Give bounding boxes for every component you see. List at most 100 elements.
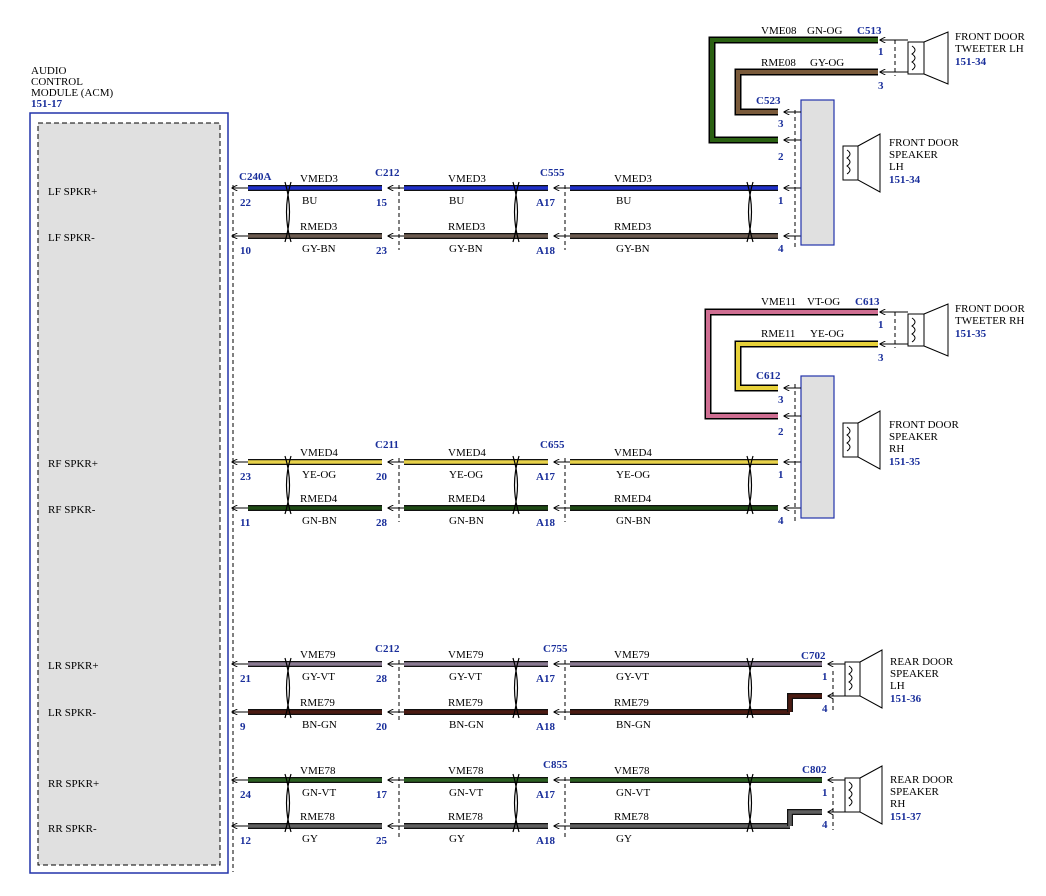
connector-c523: C523 bbox=[756, 95, 781, 107]
twist-mark-2-0 bbox=[284, 657, 291, 719]
wire-lrp-pin-3: 1 bbox=[822, 671, 828, 683]
connector-c240a: C240A bbox=[239, 171, 271, 183]
twist-mark-2-2 bbox=[746, 657, 753, 719]
tweeter-lh-w2-color: GY-OG bbox=[810, 57, 844, 69]
wire-rrm-color-1: GY bbox=[449, 833, 465, 845]
acm-title-3: MODULE (ACM) bbox=[31, 87, 114, 99]
twist-mark-0-0 bbox=[284, 181, 291, 243]
twist-mark-b-2-2 bbox=[747, 657, 754, 719]
tweeter-lh-title-2: TWEETER LH bbox=[955, 43, 1024, 55]
wire-rfp-pin-2: A17 bbox=[536, 471, 555, 483]
wire-lfp-name-2: VMED3 bbox=[614, 173, 652, 185]
connector-c211: C211 bbox=[375, 439, 399, 451]
wire-rrp-color-0: GN-VT bbox=[302, 787, 336, 799]
twist-mark-b-0-2 bbox=[747, 181, 754, 243]
wire-lrp-name-2: VME79 bbox=[614, 649, 650, 661]
tweeter-rh-pin-c: 3 bbox=[778, 394, 784, 406]
wire-lfm-color-2: GY-BN bbox=[616, 243, 650, 255]
wire-lrm-color-2: BN-GN bbox=[616, 719, 651, 731]
tweeter-rh: FRONT DOOR TWEETER RH 151-35 VME11 VT-OG… bbox=[704, 296, 1025, 438]
rear-rh-ref: 151-37 bbox=[890, 811, 922, 823]
twist-mark-b-3-0 bbox=[285, 773, 292, 833]
wire-rrp-pin-3: 1 bbox=[822, 787, 828, 799]
wire-rrm-color-2: GY bbox=[616, 833, 632, 845]
wire-rfp-name-2: VMED4 bbox=[614, 447, 652, 459]
acm-module: AUDIO CONTROL MODULE (ACM) 151-17 LF SPK… bbox=[29, 65, 229, 874]
wire-rrp-color-2: GN-VT bbox=[616, 787, 650, 799]
wire-lrm-pin-0: 9 bbox=[240, 721, 246, 733]
speaker-rh-title-3: RH bbox=[889, 443, 904, 455]
wire-lrm-name-0: RME79 bbox=[300, 697, 335, 709]
rear-lh-ref: 151-36 bbox=[890, 693, 922, 705]
speaker-lh-ref: 151-34 bbox=[889, 174, 921, 186]
speaker-rh-title-1: FRONT DOOR bbox=[889, 419, 959, 431]
wire-lrp-pin-0: 21 bbox=[240, 673, 251, 685]
acm-pin-rr-plus: RR SPKR+ bbox=[48, 778, 99, 790]
wire-rrm-tail-outline bbox=[787, 809, 822, 826]
wire-rrm-pin-1: 25 bbox=[376, 835, 388, 847]
front-speaker-lh: FRONT DOOR SPEAKER LH 151-34 bbox=[800, 99, 959, 246]
wire-lfp-color-0: BU bbox=[302, 195, 317, 207]
twist-mark-0-1 bbox=[512, 181, 519, 243]
twist-mark-2-1 bbox=[512, 657, 519, 719]
wire-lrm-color-0: BN-GN bbox=[302, 719, 337, 731]
acm-pin-lr-minus: LR SPKR- bbox=[48, 707, 96, 719]
wire-rrp-pin-2: A17 bbox=[536, 789, 555, 801]
tweeter-lh-title-1: FRONT DOOR bbox=[955, 31, 1025, 43]
twist-mark-b-2-0 bbox=[285, 657, 292, 719]
wire-rfp-pin-0: 23 bbox=[240, 471, 252, 483]
twist-mark-b-0-1 bbox=[513, 181, 520, 243]
wire-rrm-name-2: RME78 bbox=[614, 811, 649, 823]
wire-lfm-name-1: RMED3 bbox=[448, 221, 486, 233]
wire-rrm-pin-3: 4 bbox=[822, 819, 828, 831]
wire-lfm-name-0: RMED3 bbox=[300, 221, 338, 233]
wire-rfm-pin-1: 28 bbox=[376, 517, 388, 529]
acm-title-1: AUDIO bbox=[31, 65, 66, 77]
tweeter-rh-ref: 151-35 bbox=[955, 328, 987, 340]
wire-rrp-name-0: VME78 bbox=[300, 765, 336, 777]
wire-rrp-pin-0: 24 bbox=[240, 789, 252, 801]
tweeter-lh-pin-d: 2 bbox=[778, 151, 784, 163]
wire-lfm-name-2: RMED3 bbox=[614, 221, 652, 233]
wire-rrp-color-1: GN-VT bbox=[449, 787, 483, 799]
speaker-lh-title-1: FRONT DOOR bbox=[889, 137, 959, 149]
tweeter-lh-pin-b: 3 bbox=[878, 80, 884, 92]
acm-ref: 151-17 bbox=[31, 98, 63, 110]
wire-rrm-tail bbox=[788, 810, 822, 826]
acm-title-2: CONTROL bbox=[31, 76, 83, 88]
tweeter-lh-w1-name: VME08 bbox=[761, 25, 797, 37]
speaker-lh-title-3: LH bbox=[889, 161, 904, 173]
twist-mark-b-1-1 bbox=[513, 455, 520, 515]
wire-rrm-pin-2: A18 bbox=[536, 835, 555, 847]
wire-lfp-name-0: VMED3 bbox=[300, 173, 338, 185]
connector-c513: C513 bbox=[857, 25, 882, 37]
wire-rfm-pin-3: 4 bbox=[778, 515, 784, 527]
wire-lrp-pin-2: A17 bbox=[536, 673, 555, 685]
twist-mark-1-2 bbox=[746, 455, 753, 515]
wire-lrp-color-1: GY-VT bbox=[449, 671, 482, 683]
tweeter-rh-w1-name: VME11 bbox=[761, 296, 796, 308]
wire-rrp-name-2: VME78 bbox=[614, 765, 650, 777]
twist-mark-3-0 bbox=[284, 773, 291, 833]
wire-rrp-pin-1: 17 bbox=[376, 789, 388, 801]
wire-rfp-pin-3: 1 bbox=[778, 469, 784, 481]
wire-lfp-pin-3: 1 bbox=[778, 195, 784, 207]
twist-mark-b-1-2 bbox=[747, 455, 754, 515]
tweeter-rh-pin-d: 2 bbox=[778, 426, 784, 438]
twist-mark-b-0-0 bbox=[285, 181, 292, 243]
wire-rfm-color-1: GN-BN bbox=[449, 515, 484, 527]
tweeter-rh-title-2: TWEETER RH bbox=[955, 315, 1024, 327]
wire-lfm-color-0: GY-BN bbox=[302, 243, 336, 255]
wire-rfp-color-2: YE-OG bbox=[616, 469, 650, 481]
wire-lfp-name-1: VMED3 bbox=[448, 173, 486, 185]
tweeter-lh-ref: 151-34 bbox=[955, 56, 987, 68]
wire-lfp-pin-0: 22 bbox=[240, 197, 252, 209]
wire-rfm-pin-0: 11 bbox=[240, 517, 250, 529]
wire-lrm-color-1: BN-GN bbox=[449, 719, 484, 731]
wire-lfm-pin-2: A18 bbox=[536, 245, 555, 257]
wire-rrm-name-0: RME78 bbox=[300, 811, 335, 823]
wire-lfp-color-2: BU bbox=[616, 195, 631, 207]
wire-rfm-pin-2: A18 bbox=[536, 517, 555, 529]
wire-rfp-pin-1: 20 bbox=[376, 471, 388, 483]
wire-lfm-pin-1: 23 bbox=[376, 245, 388, 257]
